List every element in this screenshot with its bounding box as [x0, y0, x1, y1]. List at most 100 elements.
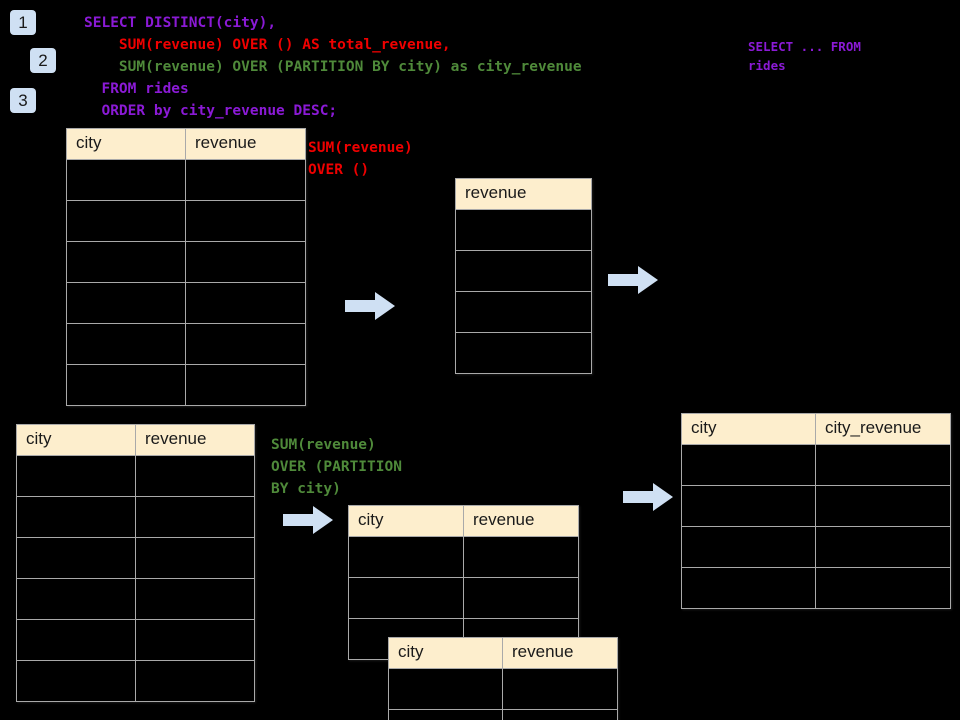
cell-city	[681, 485, 816, 527]
table-header-row: revenue	[455, 178, 592, 210]
column-header-revenue: revenue	[502, 637, 618, 669]
cell-revenue	[463, 577, 579, 619]
cell-revenue	[185, 323, 306, 365]
table-partition-stack-front: city revenue	[388, 637, 618, 720]
table-row	[16, 660, 255, 702]
sql-line-order-by: ORDER by city_revenue DESC;	[84, 103, 338, 119]
arrow-partition-to-final	[623, 482, 673, 512]
table-header-row: city revenue	[348, 505, 579, 537]
table-rides-source-bottom: city revenue	[16, 424, 255, 702]
table-row	[16, 455, 255, 497]
cell-city	[66, 282, 186, 324]
arrow-total-to-final	[608, 265, 658, 295]
cell-city	[681, 567, 816, 609]
sql-aside-select-from-rides: SELECT ... FROM rides	[748, 39, 861, 73]
cell-revenue	[135, 619, 255, 661]
table-row	[681, 444, 951, 486]
table-row	[455, 332, 592, 374]
cell-revenue	[463, 536, 579, 578]
table-row	[16, 619, 255, 661]
cell-revenue	[185, 241, 306, 283]
column-header-city: city	[66, 128, 186, 160]
table-row	[681, 567, 951, 609]
table-row	[66, 323, 306, 365]
table-row	[16, 537, 255, 579]
cell-revenue	[185, 282, 306, 324]
column-header-city-revenue: city_revenue	[815, 413, 951, 445]
step-badge-2: 2	[30, 48, 56, 73]
table-row	[66, 159, 306, 201]
cell-revenue	[135, 660, 255, 702]
column-header-revenue: revenue	[185, 128, 306, 160]
table-row	[681, 485, 951, 527]
table-total-revenue-result: revenue	[455, 178, 592, 374]
cell-revenue	[135, 537, 255, 579]
table-row	[66, 282, 306, 324]
cell-city	[66, 159, 186, 201]
cell-city	[388, 709, 503, 720]
cell-revenue	[455, 291, 592, 333]
cell-city	[681, 444, 816, 486]
cell-city-revenue	[815, 526, 951, 568]
table-header-row: city city_revenue	[681, 413, 951, 445]
cell-revenue	[502, 668, 618, 710]
column-header-revenue: revenue	[135, 424, 255, 456]
cell-city	[388, 668, 503, 710]
step-badge-1: 1	[10, 10, 36, 35]
cell-city	[348, 577, 464, 619]
table-row	[348, 536, 579, 578]
cell-city	[348, 536, 464, 578]
column-header-city: city	[348, 505, 464, 537]
cell-city	[16, 537, 136, 579]
cell-revenue	[185, 364, 306, 406]
table-row	[16, 496, 255, 538]
sql-line-city-revenue: SUM(revenue) OVER (PARTITION BY city) as…	[84, 59, 582, 75]
table-row	[388, 668, 618, 710]
table-row	[16, 578, 255, 620]
cell-city-revenue	[815, 567, 951, 609]
cell-revenue	[502, 709, 618, 720]
table-row	[348, 577, 579, 619]
table-header-row: city revenue	[66, 128, 306, 160]
cell-city	[681, 526, 816, 568]
arrow-rides-to-partition	[283, 505, 333, 535]
cell-revenue	[135, 578, 255, 620]
column-header-revenue: revenue	[463, 505, 579, 537]
step-badge-3: 3	[10, 88, 36, 113]
cell-city	[16, 496, 136, 538]
cell-city	[66, 364, 186, 406]
cell-revenue	[455, 209, 592, 251]
sql-line-from: FROM rides	[84, 81, 189, 97]
table-row	[455, 291, 592, 333]
table-row	[66, 241, 306, 283]
cell-city	[66, 200, 186, 242]
cell-city	[16, 619, 136, 661]
cell-city	[66, 323, 186, 365]
table-row	[66, 200, 306, 242]
cell-city	[16, 455, 136, 497]
table-rides-source-top: city revenue	[66, 128, 306, 406]
annotation-sum-over-partition: SUM(revenue) OVER (PARTITION BY city)	[271, 437, 402, 497]
annotation-sum-over-empty: SUM(revenue) OVER ()	[308, 140, 413, 178]
sql-line-total-revenue: SUM(revenue) OVER () AS total_revenue,	[84, 37, 451, 53]
table-city-revenue-result: city city_revenue	[681, 413, 951, 609]
cell-city-revenue	[815, 444, 951, 486]
cell-revenue	[135, 496, 255, 538]
arrow-rides-to-total	[345, 291, 395, 321]
cell-city-revenue	[815, 485, 951, 527]
column-header-city: city	[681, 413, 816, 445]
column-header-city: city	[16, 424, 136, 456]
table-row	[455, 209, 592, 251]
cell-revenue	[455, 250, 592, 292]
sql-line-select-distinct: SELECT DISTINCT(city),	[84, 15, 277, 31]
cell-revenue	[185, 200, 306, 242]
table-row	[66, 364, 306, 406]
cell-city	[66, 241, 186, 283]
table-row	[388, 709, 618, 720]
cell-city	[16, 578, 136, 620]
table-header-row: city revenue	[388, 637, 618, 669]
table-header-row: city revenue	[16, 424, 255, 456]
cell-revenue	[135, 455, 255, 497]
cell-city	[16, 660, 136, 702]
